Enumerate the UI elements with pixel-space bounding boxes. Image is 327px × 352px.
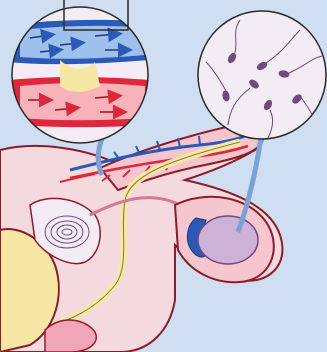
prostate-gland [45, 320, 96, 352]
sperm-inset [198, 11, 326, 139]
testis [198, 216, 258, 264]
vein-lumen [20, 26, 145, 59]
